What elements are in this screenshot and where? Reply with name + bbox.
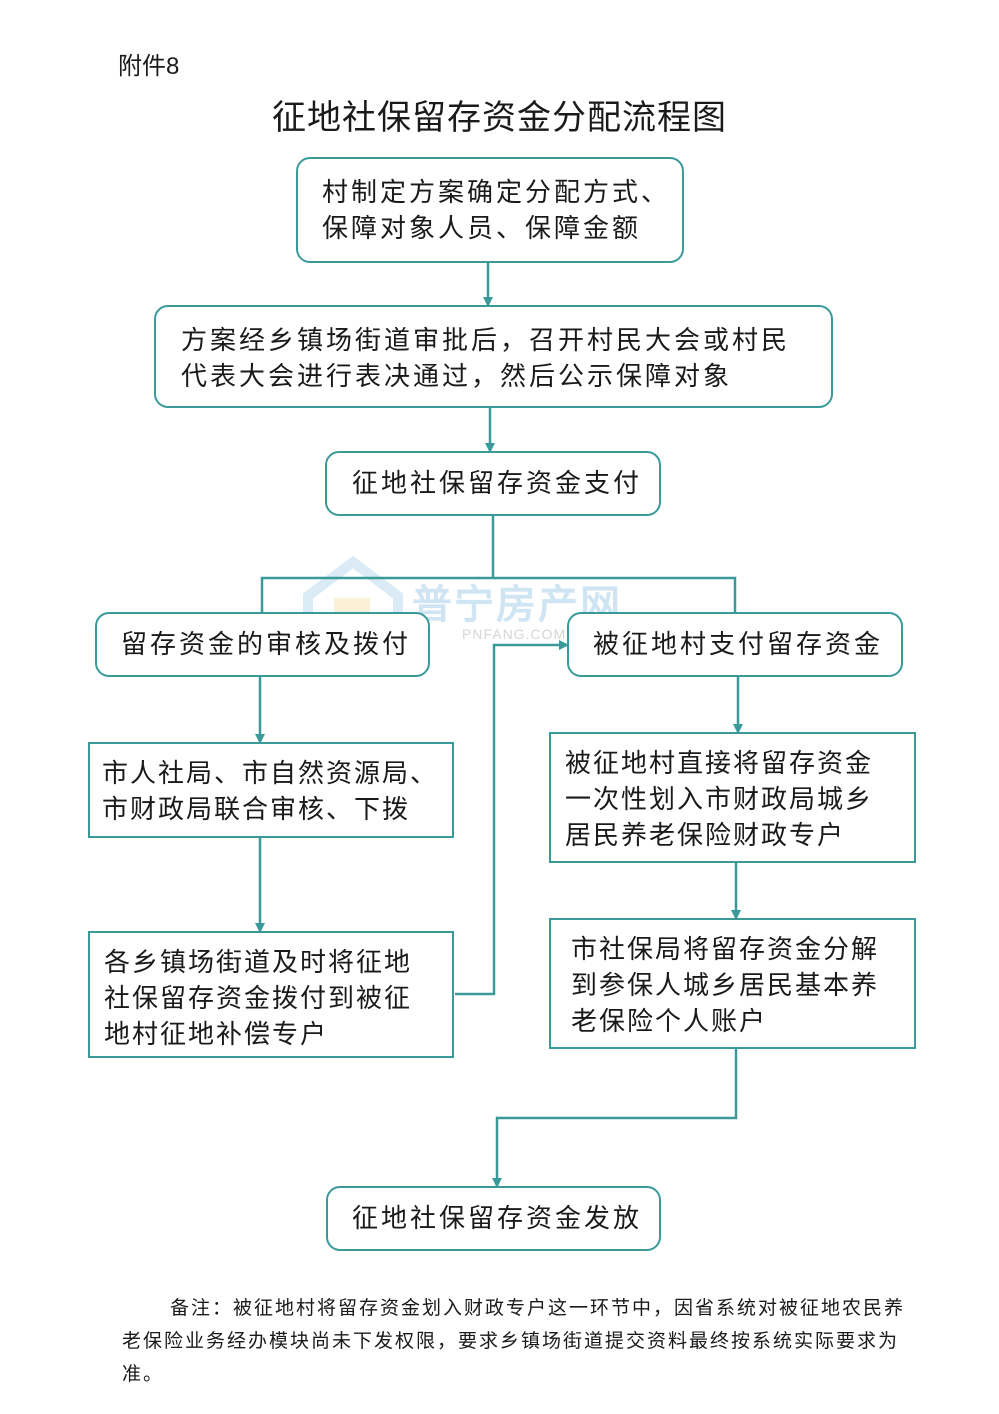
node-fund-release: 征地社保留存资金发放 — [326, 1186, 661, 1251]
node-township-disburse: 各乡镇场街道及时将征地 社保留存资金拨付到被征 地村征地补偿专户 — [88, 931, 454, 1058]
node-village-pays: 被征地村支付留存资金 — [567, 612, 903, 677]
branch-n3-right — [493, 576, 737, 612]
node-transfer-to-finance: 被征地村直接将留存资金 一次性划入市财政局城乡 居民养老保险财政专户 — [549, 732, 916, 863]
node-fund-payment: 征地社保留存资金支付 — [325, 451, 661, 516]
node-approval-vote: 方案经乡镇场街道审批后，召开村民大会或村民 代表大会进行表决通过，然后公示保障对… — [154, 305, 833, 408]
arrow-n8-n5 — [455, 640, 569, 996]
watermark-site: PNFANG.COM — [462, 626, 567, 642]
attachment-label: 附件8 — [118, 53, 180, 80]
node-joint-review: 市人社局、市自然资源局、 市财政局联合审核、下拨 — [88, 742, 454, 838]
node-personal-account: 市社保局将留存资金分解 到参保人城乡居民基本养 老保险个人账户 — [549, 918, 916, 1049]
node-village-plan: 村制定方案确定分配方式、 保障对象人员、保障金额 — [296, 157, 684, 263]
page-title: 征地社保留存资金分配流程图 — [272, 98, 727, 138]
branch-n3-split — [260, 515, 495, 612]
node-review-allocation: 留存资金的审核及拨付 — [95, 612, 430, 677]
arrow-n9-n10 — [492, 1048, 738, 1188]
footnote: 备注：被征地村将留存资金划入财政专户这一环节中，因省系统对被征地农民养老保险业务… — [122, 1297, 906, 1385]
